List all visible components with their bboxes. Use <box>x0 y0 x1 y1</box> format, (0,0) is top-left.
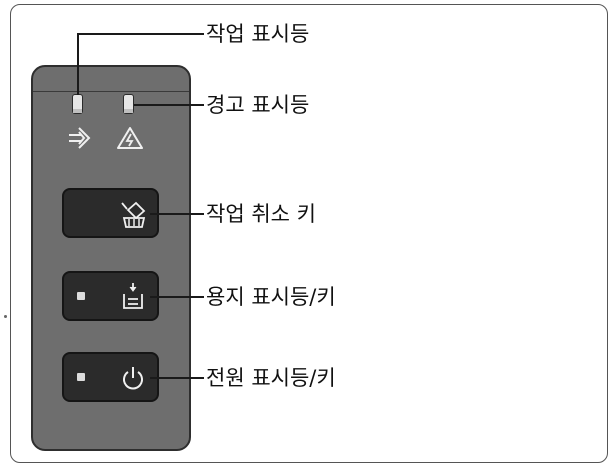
label-power-led-key: 전원 표시등/키 <box>206 366 336 390</box>
leader-power <box>150 377 204 379</box>
leader-job-vertical <box>77 34 79 95</box>
label-warning-led: 경고 표시등 <box>206 93 310 117</box>
job-arrow-icon <box>69 127 91 149</box>
leader-cancel <box>150 213 204 215</box>
paper-mini-led <box>77 292 85 300</box>
panel-divider <box>33 91 189 92</box>
leader-job-horizontal <box>77 33 204 35</box>
paper-tray-icon <box>123 283 143 309</box>
power-mini-led <box>77 373 85 381</box>
label-cancel-key: 작업 취소 키 <box>206 202 316 226</box>
leader-paper <box>150 296 204 298</box>
label-job-led: 작업 표시등 <box>206 22 310 46</box>
power-icon <box>123 367 143 390</box>
leader-warning <box>134 104 204 106</box>
warning-led <box>123 94 134 114</box>
warning-triangle-icon <box>117 127 143 149</box>
cancel-job-key[interactable] <box>62 188 159 238</box>
stray-dot <box>4 315 7 318</box>
paper-led-key[interactable] <box>62 271 159 321</box>
cancel-job-icon <box>121 201 146 228</box>
job-led <box>72 94 83 114</box>
label-paper-led-key: 용지 표시등/키 <box>206 285 336 309</box>
power-led-key[interactable] <box>62 352 159 402</box>
